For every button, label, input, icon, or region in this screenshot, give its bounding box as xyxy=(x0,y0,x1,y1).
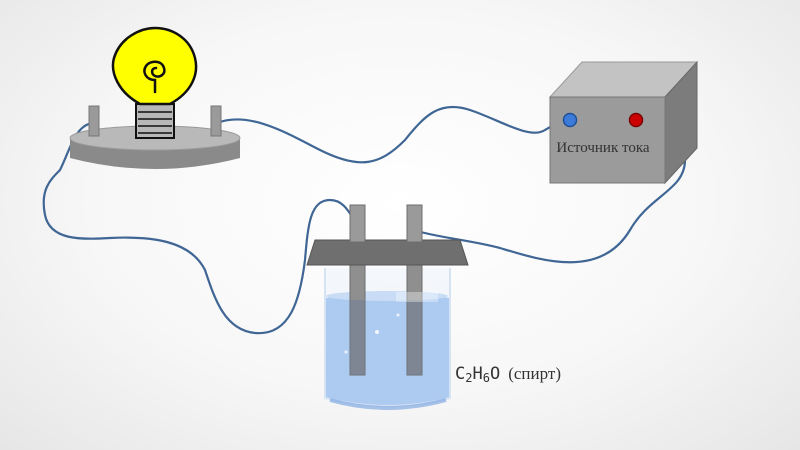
beaker-lid xyxy=(306,239,469,266)
bubble xyxy=(396,313,400,317)
electrolysis-beaker-icon xyxy=(306,204,469,410)
bulb-filament xyxy=(143,60,166,94)
light-bulb-icon xyxy=(69,26,241,169)
wire-bulb-to-source xyxy=(215,105,572,164)
bulb-post-right xyxy=(210,105,222,137)
solution-formula-label: C2H6O(спирт) xyxy=(455,364,561,385)
bulb-glass xyxy=(111,26,198,106)
bubble xyxy=(375,330,379,334)
bubble xyxy=(344,350,348,354)
beaker-liquid xyxy=(326,294,449,406)
source-box-front xyxy=(549,96,666,184)
wire-bulb-to-left-electrode xyxy=(42,121,360,335)
power-source-label: Источник тока xyxy=(556,140,650,156)
terminal-positive xyxy=(628,112,644,128)
terminal-negative xyxy=(562,112,578,128)
power-source-icon: Источник тока xyxy=(548,60,699,185)
bulb-post-left xyxy=(88,105,100,137)
